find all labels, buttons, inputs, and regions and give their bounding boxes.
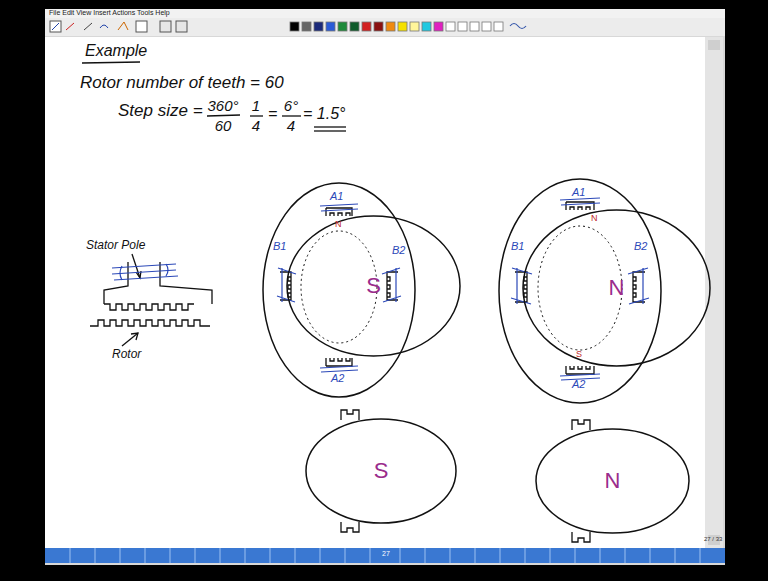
heading-text: Example [85, 42, 147, 60]
ellipse-line [287, 216, 460, 356]
pole-label: B1 [273, 240, 286, 252]
pole-label: B2 [392, 244, 405, 256]
part-name: Stator Pole [86, 238, 145, 252]
ellipse-line [263, 183, 415, 397]
pole-label: A2 [331, 372, 344, 384]
pole-label: A1 [330, 190, 343, 202]
rotor-ellipse: S [286, 215, 461, 357]
equation-text: = [268, 105, 277, 123]
fraction-numerator: 360° [207, 97, 238, 114]
equation-text: Rotor number of teeth = 60 [80, 73, 284, 93]
fraction-denominator: 4 [252, 117, 260, 134]
equation-result: = 1.5° [303, 105, 345, 123]
menu-bar-text: File Edit View Insert Actions Tools Help [49, 9, 170, 17]
fraction-numerator: 6° [284, 97, 298, 114]
rotor-circle: N [535, 428, 690, 534]
pole-letter: N [535, 469, 690, 493]
page-counter: 27 / 33 [704, 536, 722, 543]
part-name: Rotor [112, 347, 141, 361]
fraction-denominator: 60 [215, 117, 232, 134]
ellipse-line [306, 419, 456, 523]
pole-label: A1 [572, 186, 585, 198]
pole-polarity: S [576, 349, 582, 359]
pole-label: B2 [634, 240, 647, 252]
stator-ellipse: A1B1 B2A2 N [498, 178, 662, 404]
page-number: 27 [382, 550, 390, 558]
fraction-denominator: 4 [287, 117, 295, 134]
pole-label: B1 [511, 240, 524, 252]
pole-letter: S [305, 459, 457, 483]
ellipse-line [536, 429, 689, 533]
fraction-numerator: 1 [252, 97, 260, 114]
pole-letter: N [522, 276, 711, 300]
rotor-circle: S [305, 418, 457, 524]
ellipse-line [523, 210, 710, 366]
pole-letter: S [286, 274, 461, 298]
rotor-ellipse: N [522, 209, 711, 367]
pole-label: A2 [572, 378, 585, 390]
stator-ellipse: A1B1B2A2S [262, 182, 416, 398]
ellipse-outline [262, 182, 416, 398]
pole-polarity: N [591, 213, 598, 223]
equation-text: Step size = [118, 101, 203, 121]
pole-polarity: N [335, 219, 342, 229]
